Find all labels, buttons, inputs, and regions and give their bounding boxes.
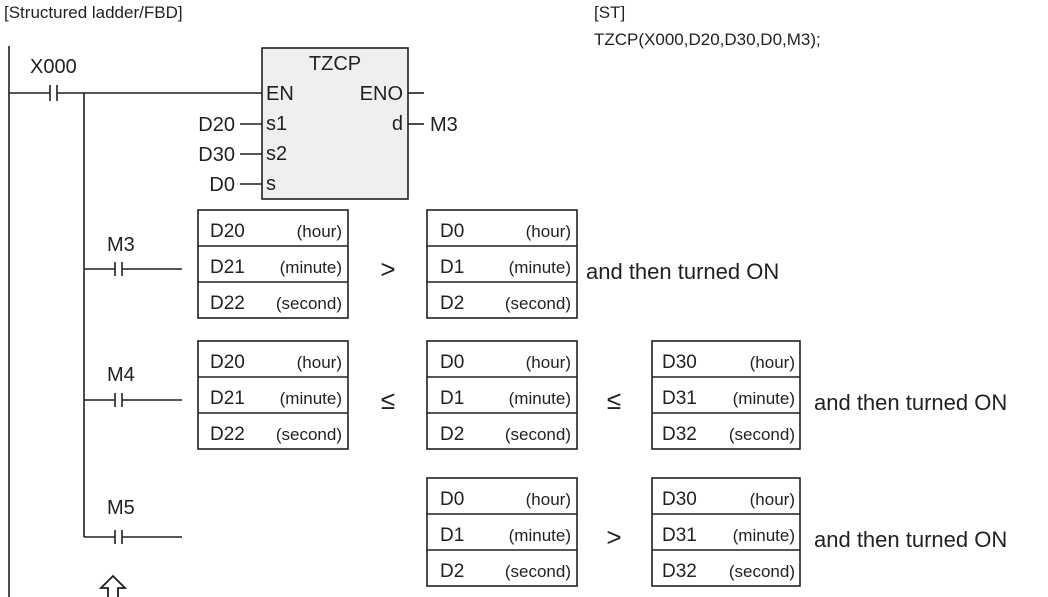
cell-device: D22 <box>210 293 245 314</box>
cell-unit: (hour) <box>526 353 571 372</box>
arg-s: D0 <box>209 174 235 196</box>
contact-label-m3: M3 <box>107 234 135 256</box>
m4-result-note: and then turned ON <box>814 390 1007 415</box>
cell-device: D0 <box>440 352 464 373</box>
cell-unit: (second) <box>276 425 342 444</box>
cell-unit: (hour) <box>750 353 795 372</box>
cell-unit: (minute) <box>509 526 571 545</box>
contact-label-m4: M4 <box>107 364 135 386</box>
cell-device: D32 <box>662 561 697 582</box>
tzcp-function-block <box>261 47 409 200</box>
cell-device: D30 <box>662 352 697 373</box>
cell-unit: (minute) <box>509 389 571 408</box>
cell-device: D1 <box>440 525 464 546</box>
block-name: TZCP <box>309 53 361 75</box>
arg-d: M3 <box>430 114 458 136</box>
m5-middle-time-table: D0 (hour) D1 (minute) D2 (second) <box>426 477 578 587</box>
ladder-heading: [Structured ladder/FBD] <box>4 3 183 22</box>
cell-unit: (second) <box>276 294 342 313</box>
cell-device: D2 <box>440 293 464 314</box>
contact-label-m5: M5 <box>107 497 135 519</box>
m3-result-note: and then turned ON <box>586 259 779 284</box>
cell-device: D22 <box>210 424 245 445</box>
cell-device: D1 <box>440 257 464 278</box>
cell-device: D2 <box>440 561 464 582</box>
cell-device: D21 <box>210 388 245 409</box>
cell-device: D2 <box>440 424 464 445</box>
st-heading: [ST] <box>594 3 625 22</box>
m4-left-time-table: D20 (hour) D21 (minute) D22 (second) <box>197 340 349 450</box>
cell-unit: (hour) <box>297 222 342 241</box>
m5-result-note: and then turned ON <box>814 527 1007 552</box>
operator-less-equal: ≤ <box>381 385 395 415</box>
cell-unit: (minute) <box>280 389 342 408</box>
pin-s2-label: s2 <box>266 143 287 165</box>
st-code: TZCP(X000,D20,D30,D0,M3); <box>594 30 821 49</box>
cell-device: D30 <box>662 489 697 510</box>
m3-left-time-table: D20 (hour) D21 (minute) D22 (second) <box>197 209 349 319</box>
m3-middle-time-table: D0 (hour) D1 (minute) D2 (second) <box>426 209 578 319</box>
pin-eno-label: ENO <box>360 83 403 105</box>
cell-unit: (hour) <box>297 353 342 372</box>
cell-device: D21 <box>210 257 245 278</box>
cell-device: D31 <box>662 525 697 546</box>
block-pin-wires <box>240 92 424 185</box>
cell-unit: (hour) <box>750 490 795 509</box>
contact-m5 <box>84 530 182 544</box>
cell-device: D1 <box>440 388 464 409</box>
up-arrow-icon <box>98 574 128 597</box>
cell-unit: (minute) <box>280 258 342 277</box>
pin-s-label: s <box>266 173 276 195</box>
cell-unit: (second) <box>505 294 571 313</box>
pin-d-label: d <box>392 113 403 135</box>
m4-right-time-table: D30 (hour) D31 (minute) D32 (second) <box>651 340 801 450</box>
cell-device: D32 <box>662 424 697 445</box>
contact-m3 <box>84 262 182 276</box>
pin-en-label: EN <box>266 83 294 105</box>
cell-device: D0 <box>440 489 464 510</box>
cell-unit: (minute) <box>733 389 795 408</box>
cell-device: D31 <box>662 388 697 409</box>
cell-unit: (minute) <box>509 258 571 277</box>
contact-x000 <box>9 85 262 101</box>
cell-device: D20 <box>210 352 245 373</box>
cell-unit: (minute) <box>733 526 795 545</box>
cell-device: D0 <box>440 221 464 242</box>
pin-s1-label: s1 <box>266 113 287 135</box>
cell-unit: (second) <box>505 425 571 444</box>
operator-greater-than: > <box>380 254 395 284</box>
cell-unit: (second) <box>505 562 571 581</box>
arg-s1: D20 <box>198 114 235 136</box>
operator-less-equal: ≤ <box>607 385 621 415</box>
cell-unit: (second) <box>729 562 795 581</box>
m5-right-time-table: D30 (hour) D31 (minute) D32 (second) <box>651 477 801 587</box>
cell-unit: (hour) <box>526 222 571 241</box>
operator-greater-than: > <box>606 522 621 552</box>
arg-s2: D30 <box>198 144 235 166</box>
cell-device: D20 <box>210 221 245 242</box>
cell-unit: (second) <box>729 425 795 444</box>
cell-unit: (hour) <box>526 490 571 509</box>
contact-label-x000: X000 <box>30 56 77 78</box>
m4-middle-time-table: D0 (hour) D1 (minute) D2 (second) <box>426 340 578 450</box>
contact-m4 <box>84 393 182 407</box>
